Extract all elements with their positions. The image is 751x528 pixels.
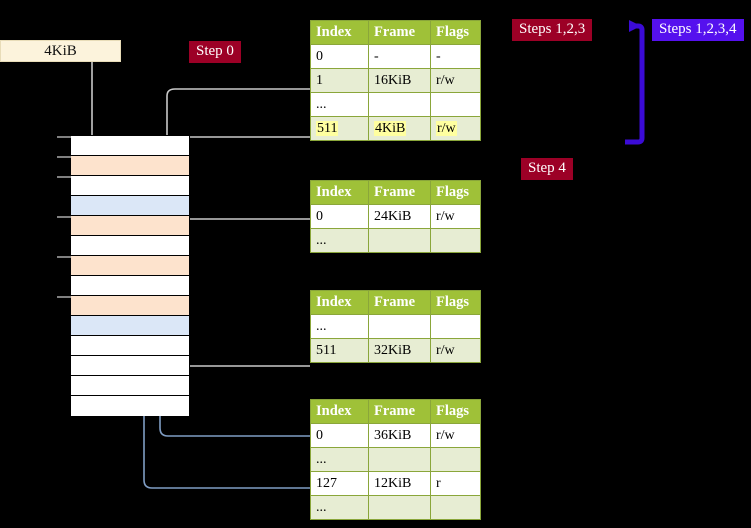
table-cell-frame [368,314,431,339]
table-cell-frame: 32KiB [368,338,431,363]
column-header-flags: Flags [430,20,481,45]
table-cell-index: 127 [310,471,369,496]
table-cell-index: ... [310,314,369,339]
steps123-badge: Steps 1,2,3 [512,19,593,41]
column-header-frame: Frame [368,180,431,205]
memory-frame-tick [57,156,71,158]
column-header-index: Index [310,180,369,205]
table-cell-index: ... [310,228,369,253]
memory-frame-row [71,216,189,236]
table-cell-flags: r/w [430,116,481,141]
table-cell-frame: 16KiB [368,68,431,93]
memory-frame-row [71,156,189,176]
table-cell-index: 511 [310,338,369,363]
memory-frame-tick [57,216,71,218]
page-size-box: 4KiB [0,40,121,62]
table-cell-flags [430,228,481,253]
memory-frame-tick [57,176,71,178]
column-header-frame: Frame [368,20,431,45]
memory-frame-tick [57,256,71,258]
table-cell-index: ... [310,92,369,117]
page-size-label: 4KiB [44,43,77,59]
memory-frame-row [71,296,189,316]
table-cell-flags: r/w [430,204,481,229]
memory-frame-row [71,356,189,376]
table-cell-flags [430,314,481,339]
memory-frame-row [71,136,189,156]
column-header-frame: Frame [368,399,431,424]
table-cell-frame: 36KiB [368,423,431,448]
table-cell-flags [430,92,481,117]
table-cell-flags: r/w [430,68,481,93]
column-header-frame: Frame [368,290,431,315]
memory-frame-row [71,276,189,296]
table-cell-flags: - [430,44,481,69]
table-row: ... [310,92,481,117]
table-row: ... [310,495,481,520]
memory-frame-row [71,236,189,256]
table-row: 0-- [310,44,481,69]
memory-frame-row [71,336,189,356]
table-cell-frame: - [368,44,431,69]
table-cell-flags: r/w [430,338,481,363]
column-header-index: Index [310,20,369,45]
table-row: ... [310,228,481,253]
table-cell-flags [430,447,481,472]
table-cell-index: 0 [310,44,369,69]
memory-frame-row [71,176,189,196]
column-header-flags: Flags [430,399,481,424]
column-header-index: Index [310,399,369,424]
table-cell-frame [368,495,431,520]
table-cell-index: 511 [310,116,369,141]
column-header-index: Index [310,290,369,315]
memory-frame-row [71,196,189,216]
step4-badge: Step 4 [521,158,573,180]
table-cell-frame: 4KiB [368,116,431,141]
memory-frame-tick [57,136,71,138]
step0-badge: Step 0 [189,41,241,63]
memory-frame-row [71,396,189,416]
memory-frame-tick [57,296,71,298]
steps1234-badge: Steps 1,2,3,4 [652,19,744,41]
table-cell-flags [430,495,481,520]
memory-frame-row [71,316,189,336]
table-cell-index: 0 [310,204,369,229]
table-cell-frame [368,92,431,117]
physical-memory-column [57,135,190,416]
column-header-flags: Flags [430,180,481,205]
column-header-flags: Flags [430,290,481,315]
table-cell-frame [368,447,431,472]
table-cell-index: 0 [310,423,369,448]
table-cell-frame: 12KiB [368,471,431,496]
table-cell-index: 1 [310,68,369,93]
table-cell-index: ... [310,447,369,472]
table-row: ... [310,447,481,472]
memory-frame-row [71,256,189,276]
table-cell-flags: r/w [430,423,481,448]
table-cell-frame [368,228,431,253]
table-cell-flags: r [430,471,481,496]
table-cell-frame: 24KiB [368,204,431,229]
memory-frame-row [71,376,189,396]
table-row: ... [310,314,481,339]
table-cell-index: ... [310,495,369,520]
